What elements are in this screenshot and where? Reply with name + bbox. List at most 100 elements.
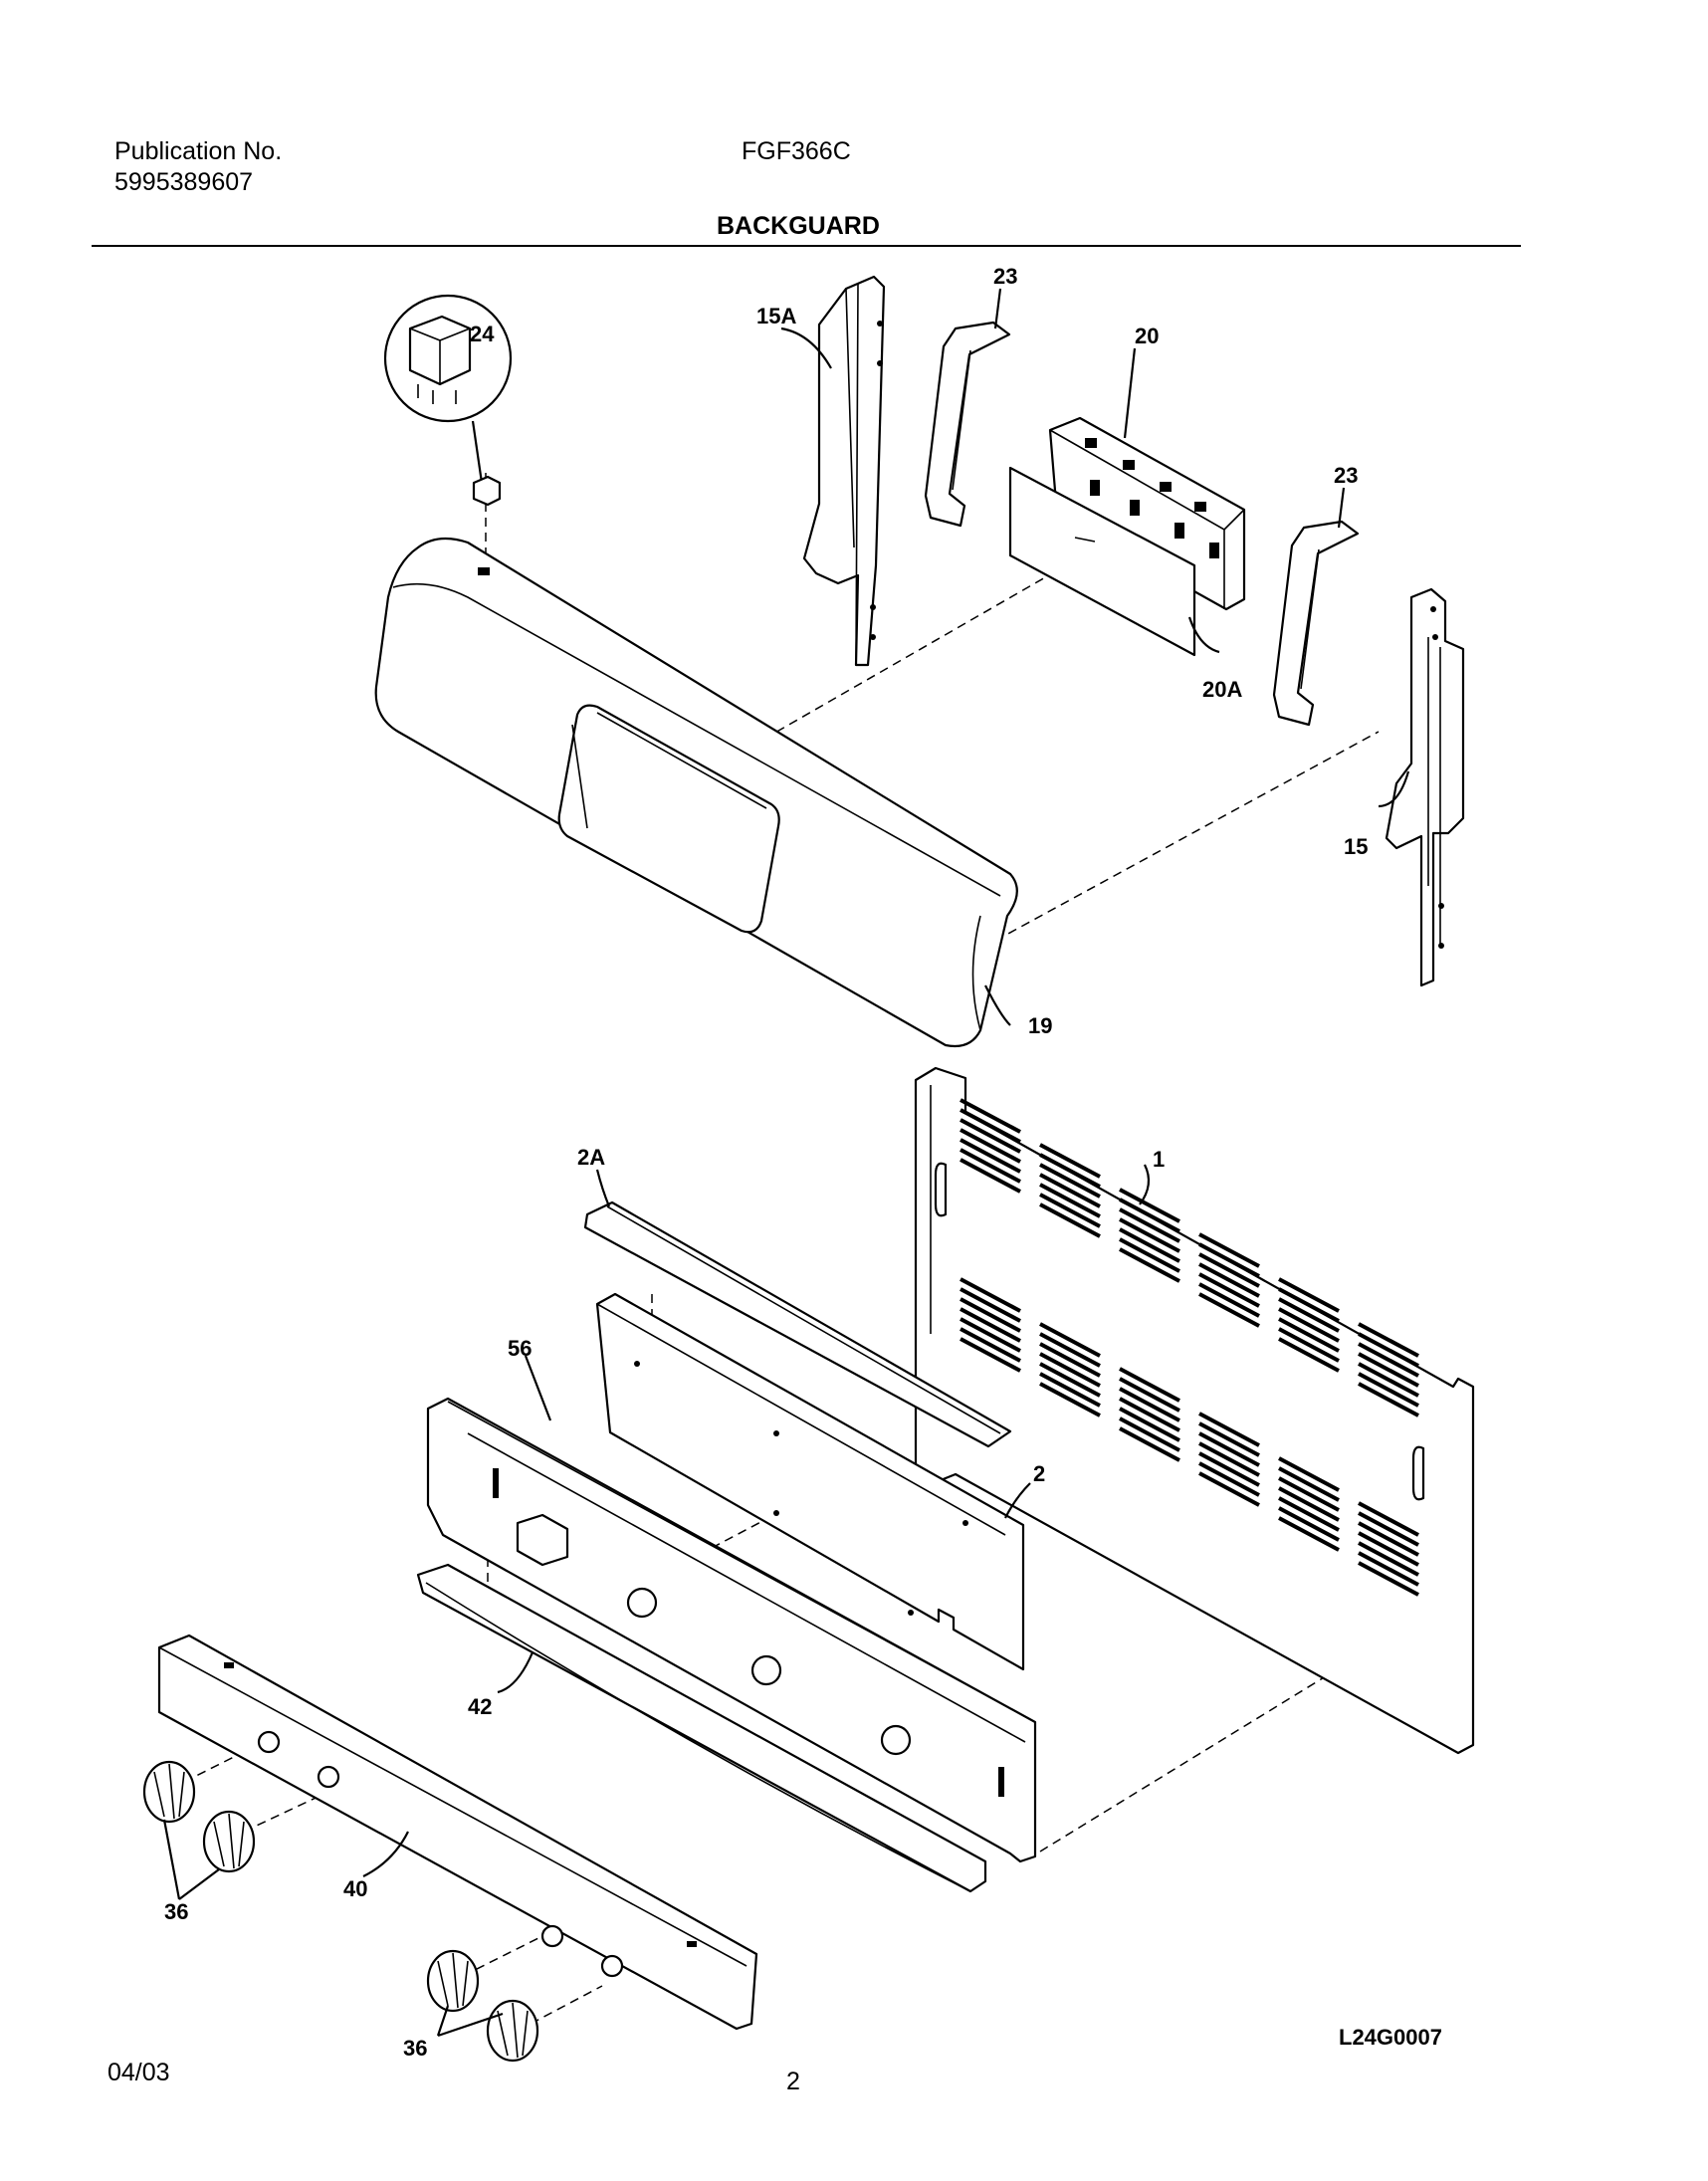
vent-slot bbox=[1278, 1277, 1340, 1313]
vent-slot bbox=[960, 1128, 1021, 1164]
drawing-code: L24G0007 bbox=[1339, 2025, 1442, 2050]
vent-slot bbox=[1278, 1506, 1340, 1542]
knob bbox=[142, 1760, 196, 1824]
vented-back-panel bbox=[914, 1066, 1475, 1755]
control-overlay bbox=[1008, 466, 1196, 657]
vent-slot bbox=[1198, 1272, 1260, 1308]
vent-slot bbox=[1039, 1382, 1101, 1418]
rocker-switch bbox=[383, 294, 513, 507]
vent-slot bbox=[1119, 1247, 1180, 1283]
vent-slot bbox=[1358, 1332, 1419, 1368]
vent-slot bbox=[1119, 1227, 1180, 1263]
vent-slot bbox=[1119, 1407, 1180, 1442]
vent-slot bbox=[1039, 1352, 1101, 1388]
page-number: 2 bbox=[786, 2068, 800, 2095]
heat-shield bbox=[595, 1292, 1025, 1671]
publication-label: Publication No. bbox=[114, 137, 283, 165]
vent-slot bbox=[1198, 1441, 1260, 1477]
control-panel bbox=[374, 537, 1018, 1048]
vent-slot bbox=[960, 1118, 1021, 1154]
bracket-right bbox=[1272, 520, 1360, 727]
vent-slot bbox=[1039, 1143, 1101, 1179]
vent-slot bbox=[1198, 1471, 1260, 1507]
vent-slot bbox=[1198, 1282, 1260, 1318]
vent-slot bbox=[1039, 1342, 1101, 1378]
manifold-panel bbox=[426, 1397, 1037, 1863]
callout-23-right: 23 bbox=[1334, 463, 1358, 488]
vent-slot bbox=[1358, 1531, 1419, 1567]
vent-slot bbox=[1039, 1163, 1101, 1199]
vent-slot bbox=[1278, 1317, 1340, 1353]
vent-slot bbox=[960, 1307, 1021, 1343]
vent-slot bbox=[1358, 1382, 1419, 1418]
callout-36-left: 36 bbox=[164, 1899, 188, 1924]
vent-slot bbox=[1039, 1173, 1101, 1208]
vent-slot bbox=[1198, 1242, 1260, 1278]
vent-slot bbox=[1198, 1232, 1260, 1268]
vent-slot bbox=[1278, 1456, 1340, 1492]
trim-channel bbox=[416, 1563, 987, 1893]
end-cap-right bbox=[1385, 587, 1465, 987]
vent-slot bbox=[1039, 1332, 1101, 1368]
vent-slot bbox=[960, 1287, 1021, 1323]
vent-slot bbox=[1358, 1511, 1419, 1547]
vent-slot bbox=[1198, 1451, 1260, 1487]
publication-number: 5995389607 bbox=[114, 168, 254, 196]
bracket-left bbox=[924, 321, 1011, 528]
vent-slot bbox=[960, 1317, 1021, 1353]
knob bbox=[426, 1949, 480, 2013]
vent-slot bbox=[960, 1148, 1021, 1184]
header-rule bbox=[92, 245, 1521, 247]
vent-slot bbox=[1119, 1367, 1180, 1403]
callout-15: 15 bbox=[1344, 834, 1368, 859]
callout-2a: 2A bbox=[577, 1145, 605, 1170]
vent-slot bbox=[960, 1158, 1021, 1194]
callout-leaders bbox=[162, 288, 1410, 2038]
callout-20: 20 bbox=[1135, 324, 1159, 348]
vent-slot bbox=[1358, 1342, 1419, 1378]
vent-slot bbox=[1119, 1387, 1180, 1422]
vent-slot bbox=[1198, 1412, 1260, 1447]
callout-20a: 20A bbox=[1202, 677, 1242, 702]
callout-1: 1 bbox=[1153, 1147, 1165, 1172]
vent-slot bbox=[1039, 1153, 1101, 1189]
vent-slot bbox=[1278, 1297, 1340, 1333]
vent-slot bbox=[1039, 1193, 1101, 1228]
vent-slot bbox=[1198, 1262, 1260, 1298]
vent-slot bbox=[1358, 1561, 1419, 1597]
vent-slot bbox=[1358, 1362, 1419, 1398]
vent-slot bbox=[1278, 1287, 1340, 1323]
vent-slot bbox=[1198, 1252, 1260, 1288]
vent-slot bbox=[1119, 1377, 1180, 1413]
vent-slot bbox=[1358, 1541, 1419, 1577]
vent-slot bbox=[1278, 1466, 1340, 1502]
vent-slots bbox=[960, 1098, 1419, 1597]
callout-40: 40 bbox=[343, 1876, 367, 1901]
vent-slot bbox=[1198, 1292, 1260, 1328]
vent-slot bbox=[1278, 1496, 1340, 1532]
callout-15a: 15A bbox=[756, 304, 796, 328]
vent-slot bbox=[1039, 1372, 1101, 1408]
callout-labels: 24 15A 23 20 23 20A 15 19 1 2A 2 56 42 4… bbox=[164, 264, 1368, 2061]
vent-slot bbox=[1039, 1202, 1101, 1238]
vent-slot bbox=[1278, 1307, 1340, 1343]
vent-slot bbox=[1358, 1551, 1419, 1587]
vent-slot bbox=[1358, 1352, 1419, 1388]
callout-24: 24 bbox=[470, 322, 495, 346]
knob bbox=[202, 1810, 256, 1873]
vent-slot bbox=[1278, 1327, 1340, 1363]
vent-slot bbox=[1119, 1198, 1180, 1233]
end-cap-left bbox=[802, 275, 886, 667]
vent-slot bbox=[960, 1327, 1021, 1363]
vent-slot bbox=[1119, 1188, 1180, 1223]
callout-2: 2 bbox=[1033, 1461, 1045, 1486]
vent-slot bbox=[960, 1108, 1021, 1144]
vent-slot bbox=[1358, 1372, 1419, 1408]
vent-slot bbox=[1119, 1397, 1180, 1432]
vent-slot bbox=[1358, 1501, 1419, 1537]
callout-56: 56 bbox=[508, 1336, 532, 1361]
vent-slot bbox=[1119, 1207, 1180, 1243]
vent-slot bbox=[1198, 1461, 1260, 1497]
vent-slot bbox=[1119, 1217, 1180, 1253]
knob bbox=[486, 1999, 539, 2063]
